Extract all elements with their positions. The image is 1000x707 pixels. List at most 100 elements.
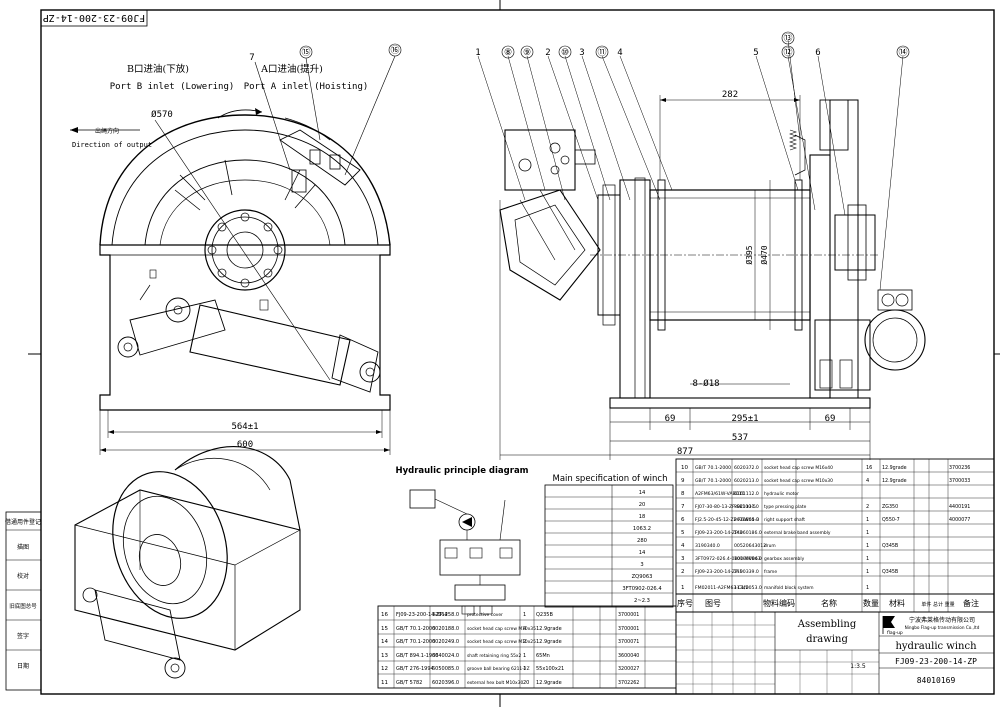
isometric-view [74, 446, 301, 679]
rotated-id-text: FJ09-23-200-14-ZP [43, 12, 145, 23]
bom-left-r5-c6: 3702262 [618, 680, 639, 686]
spec-value-0: 14 [639, 490, 646, 496]
bom-left-r4-c2: 6050085.0 [432, 666, 459, 672]
bom-left-r2-c1: GB/T 70.1-2000 [396, 639, 435, 645]
bom-left-r2-c6: 3700071 [618, 639, 639, 645]
bom-right-r7-c4: 1 [866, 556, 869, 562]
scale-value: 1:3.5 [850, 663, 866, 670]
callout-14: ⑭ [898, 47, 907, 58]
bom-right-r1-c2: 6020213.0 [734, 478, 759, 484]
spec-value-5: 14 [639, 550, 646, 556]
dim-600: 600 [237, 440, 253, 450]
bom-right-r9-c4: 1 [866, 585, 869, 591]
bom-left-r5-c1: GB/T 5782 [396, 680, 422, 686]
company-en: Ningbo Flag-up transmission Co.,ltd [905, 625, 980, 630]
bom-right-r6-c3: drum [764, 543, 776, 549]
bom-left-r5-c0: 11 [381, 680, 388, 686]
bom-right-r2-c2: 6161112.0 [734, 491, 759, 497]
bom-right-r0-c0: 10 [681, 465, 688, 471]
side-view [477, 39, 926, 460]
bom-left-r3-c3: shaft retaining ring 55x2 [467, 653, 522, 659]
dim-69-right: 69 [825, 414, 836, 424]
spec-value-9: 2~2.3 [634, 598, 650, 604]
bom-header-4: 数量 [863, 598, 879, 608]
bom-right-r6-c4: 1 [866, 543, 869, 549]
port-b-en: Port B inlet (Lowering) [110, 82, 235, 92]
bom-left-r2-c4: 2 [523, 639, 526, 645]
dim-282: 282 [722, 90, 738, 100]
bom-right-r1-c6: 3700033 [949, 478, 970, 484]
bom-left [377, 605, 677, 689]
bom-left-r1-c0: 15 [381, 626, 388, 632]
dim-69-left: 69 [665, 414, 676, 424]
bom-right-r0-c5: 12.9grade [882, 465, 907, 471]
port-a-cn: A口进油(提升) [260, 63, 323, 75]
bom-left-r5-c2: 6020396.0 [432, 680, 459, 686]
bom-left-r4-c6: 3200027 [618, 666, 639, 672]
product-code: FJ09-23-200-14-ZP [895, 657, 977, 666]
bom-right-r5-c0: 5 [681, 530, 685, 536]
bom-left-r0-c0: 16 [381, 612, 388, 618]
bom-left-r3-c2: 6040024.0 [432, 653, 459, 659]
bom-right-r8-c1: FJ09-23-200-14-ZP-1 [695, 569, 742, 575]
bom-right-r1-c1: GB/T 70.1-2000 [695, 478, 731, 484]
front-view [70, 55, 396, 455]
spec-title: Main specification of winch [553, 474, 668, 484]
bom-left-r1-c6: 3700001 [618, 626, 639, 632]
callout-11: ⑪ [597, 47, 606, 58]
bom-right-r3-c0: 7 [681, 504, 685, 510]
bom-left-r4-c5: 55x100x21 [536, 666, 564, 672]
dim-564: 564±1 [231, 422, 258, 432]
company-cn: 宁波弗莱格传动有限公司 [909, 616, 975, 624]
bom-right-r8-c3: frame [764, 569, 777, 575]
bom-right-r3-c6: 4400191 [949, 504, 970, 510]
bom-left-r0-c4: 1 [523, 612, 526, 618]
bom-left-r1-c4: 4 [523, 626, 526, 632]
bom-left-r0-c3: protective cover [467, 612, 503, 618]
bom-right-r6-c5: Q345B [882, 543, 898, 549]
bom-right-r6-c2: 00520643012 [734, 543, 766, 549]
bom-header-3: 名称 [821, 598, 837, 608]
callout-7: 7 [249, 53, 254, 63]
direction-cn: 出绳方向 [95, 127, 119, 135]
strip-label-5: 日期 [17, 662, 29, 670]
callout-8: ⑧ [504, 48, 512, 58]
strip-label-0: 借通用件登记 [5, 518, 41, 526]
bom-header-6: 单件 总计 重量 [921, 601, 954, 608]
assembling-label: drawing [806, 634, 848, 645]
bom-left-r2-c2: 6020249.0 [432, 639, 459, 645]
direction-en: Direction of output [72, 141, 152, 149]
bom-right-r0-c6: 3700236 [949, 465, 970, 471]
bom-left-r1-c1: GB/T 70.1-2000 [396, 626, 435, 632]
bom-right-r2-c1: A2FM63/61W-VAB010 [695, 491, 745, 497]
callout-15: ⑮ [301, 47, 310, 58]
bom-right-r0-c3: socket head cap screw M16x40 [764, 465, 833, 471]
bom-left-r4-c1: GB/T 276-1994 [396, 666, 434, 672]
bom-right-r5-c3: external brake band assembly [764, 530, 831, 536]
bom-right-r4-c4: 1 [866, 517, 869, 523]
bom-right-r1-c4: 4 [866, 478, 869, 484]
spec-value-6: 3 [640, 562, 643, 568]
strip-label-4: 签字 [17, 632, 29, 640]
bom-left-r3-c0: 13 [381, 653, 388, 659]
product-name: hydraulic winch [895, 641, 977, 652]
bom-left-r4-c0: 12 [381, 666, 388, 672]
bom-right-r0-c4: 16 [866, 465, 872, 471]
hydraulic-title: Hydraulic principle diagram [395, 466, 528, 476]
callout-6: 6 [815, 48, 820, 58]
bom-right-r9-c3: manifold block system [764, 585, 814, 591]
callout-2: 2 [545, 48, 550, 58]
bom-right-r4-c6: 4000077 [949, 517, 970, 523]
bom-left-r2-c3: socket head cap screw M10x25 [467, 639, 536, 645]
callout-10: ⑩ [561, 48, 569, 58]
spec-value-1: 20 [639, 502, 646, 508]
strip-label-3: 旧底图总号 [9, 602, 37, 610]
hydraulic-diagram [409, 489, 521, 615]
bom-right-r4-c5: Q550-7 [882, 517, 900, 523]
callout-9: ⑨ [523, 48, 531, 58]
bom-right-r3-c1: FJ07-30-80-13-ZP-SK100-5 [695, 504, 756, 510]
flag-up-logo: flag-up [882, 616, 903, 636]
